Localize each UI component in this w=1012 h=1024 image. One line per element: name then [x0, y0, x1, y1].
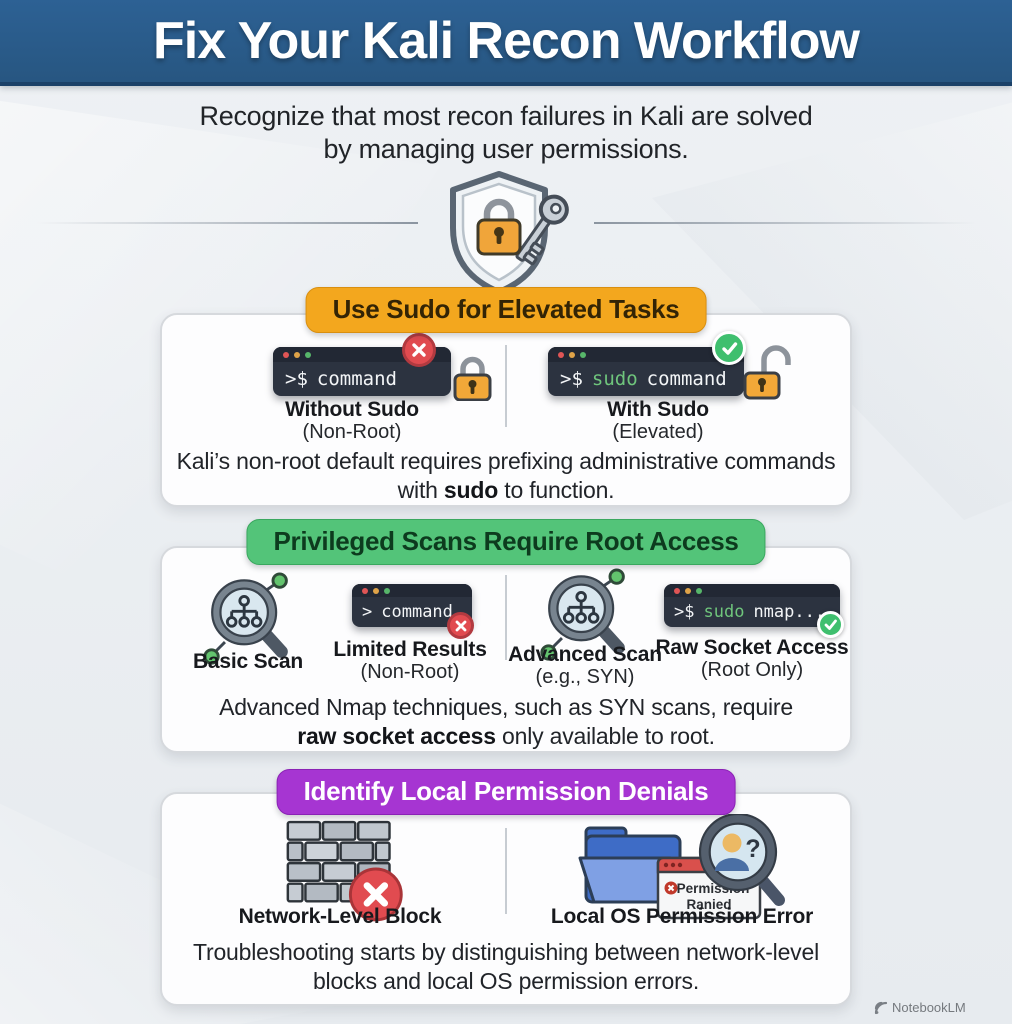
header-bar: Fix Your Kali Recon Workflow [0, 0, 1012, 86]
body-text-segment: only available to root. [495, 723, 715, 749]
question-mark-glyph: ? [745, 835, 760, 863]
intro-line-2: by managing user permissions. [323, 134, 689, 164]
column-sublabel: (Elevated) [612, 421, 704, 443]
section-1-body: Kali’s non-root default requires prefixi… [166, 447, 846, 505]
closed-padlock-icon [451, 351, 493, 406]
success-check-icon [712, 331, 746, 365]
column-sublabel: (Root Only) [700, 659, 804, 681]
magnifier-user-icon: ? [698, 812, 785, 906]
padlock-icon [476, 198, 522, 256]
terminal-titlebar [664, 584, 840, 597]
terminal-command-line: >$ command [273, 362, 451, 396]
section-1-banner: Use Sudo for Elevated Tasks [305, 287, 707, 333]
terminal-dot-yellow-icon [294, 351, 300, 358]
column-sublabel: (e.g., SYN) [535, 666, 635, 688]
notebooklm-logo-icon [874, 1001, 888, 1014]
terminal-command: command [316, 368, 397, 390]
intro-text: Recognize that most recon failures in Ka… [0, 100, 1012, 166]
terminal-dot-green-icon [696, 587, 702, 594]
column-sublabel: (Non-Root) [360, 661, 460, 683]
terminal-command: nmap... [753, 602, 826, 622]
column-label: Without Sudo [285, 398, 419, 421]
terminal-command-line: >$ sudo nmap... [664, 597, 840, 627]
terminal-titlebar [352, 584, 472, 597]
dialog-text-line2: Ranied [686, 897, 731, 912]
body-text-bold: raw socket access [297, 723, 496, 749]
success-check-icon [817, 611, 844, 638]
magnifier-network-scan-icon [537, 568, 633, 669]
terminal-prompt: >$ [674, 602, 695, 622]
terminal-prompt: > [362, 602, 373, 622]
column-sublabel: (Non-Root) [302, 421, 402, 443]
watermark: NotebookLM [874, 1000, 966, 1015]
watermark-label: NotebookLM [892, 1000, 966, 1015]
column-label: Local OS Permission Error [550, 905, 814, 928]
terminal-dot-yellow-icon [373, 587, 379, 594]
label-advanced-scan: Advanced Scan (e.g., SYN) [485, 643, 685, 689]
open-padlock-icon [742, 344, 792, 405]
key-icon [515, 194, 569, 266]
intro-line-1: Recognize that most recon failures in Ka… [199, 101, 813, 131]
terminal-dot-yellow-icon [685, 587, 691, 594]
label-network-block: Network-Level Block [215, 905, 465, 928]
column-label: Limited Results [333, 638, 487, 661]
label-with-sudo: With Sudo (Elevated) [558, 398, 758, 444]
terminal-dot-yellow-icon [569, 351, 575, 358]
folder-permission-error-icon: Permission Ranied ? [572, 812, 792, 931]
terminal-dot-red-icon [674, 587, 680, 594]
column-divider [505, 345, 507, 427]
shield-lock-key-icon [442, 168, 572, 301]
divider-line-right [594, 222, 976, 224]
column-label: With Sudo [607, 398, 709, 421]
label-basic-scan: Basic Scan [158, 650, 338, 673]
section-2-body: Advanced Nmap techniques, such as SYN sc… [201, 693, 811, 751]
terminal-dot-green-icon [305, 351, 311, 358]
column-label: Raw Socket Access [655, 636, 849, 659]
body-text-bold: sudo [443, 477, 499, 503]
body-text-segment: Troubleshooting starts by distinguishing… [193, 939, 819, 994]
label-without-sudo: Without Sudo (Non-Root) [252, 398, 452, 444]
terminal-sudo-keyword: sudo [591, 368, 638, 390]
terminal-dot-red-icon [362, 587, 368, 594]
terminal-window-raw-socket: >$ sudo nmap... [664, 584, 840, 627]
terminal-command: command [381, 602, 453, 622]
divider-line-left [36, 222, 418, 224]
body-text-segment: to function. [498, 477, 615, 503]
terminal-dot-red-icon [283, 351, 289, 358]
terminal-prompt: >$ [560, 368, 583, 390]
label-limited-results: Limited Results (Non-Root) [310, 638, 510, 684]
error-x-icon [402, 333, 436, 367]
column-divider [505, 575, 507, 660]
section-2-banner: Privileged Scans Require Root Access [246, 519, 766, 565]
terminal-dot-green-icon [384, 587, 390, 594]
column-label: Advanced Scan [508, 643, 662, 666]
terminal-command: command [646, 368, 727, 390]
terminal-dot-green-icon [580, 351, 586, 358]
terminal-command-line: >$ sudo command [548, 362, 744, 396]
section-3-banner: Identify Local Permission Denials [276, 769, 736, 815]
label-raw-socket: Raw Socket Access (Root Only) [647, 636, 857, 682]
label-local-os-error: Local OS Permission Error [542, 905, 822, 928]
page-title: Fix Your Kali Recon Workflow [153, 12, 860, 70]
column-divider [505, 828, 507, 914]
column-label: Network-Level Block [238, 905, 442, 928]
terminal-dot-red-icon [558, 351, 564, 358]
terminal-sudo-keyword: sudo [703, 602, 745, 622]
column-label: Basic Scan [192, 650, 304, 673]
body-text-segment: Advanced Nmap techniques, such as SYN sc… [219, 694, 793, 720]
terminal-prompt: >$ [285, 368, 308, 390]
section-3-body: Troubleshooting starts by distinguishing… [161, 938, 851, 996]
error-x-icon [447, 612, 474, 639]
